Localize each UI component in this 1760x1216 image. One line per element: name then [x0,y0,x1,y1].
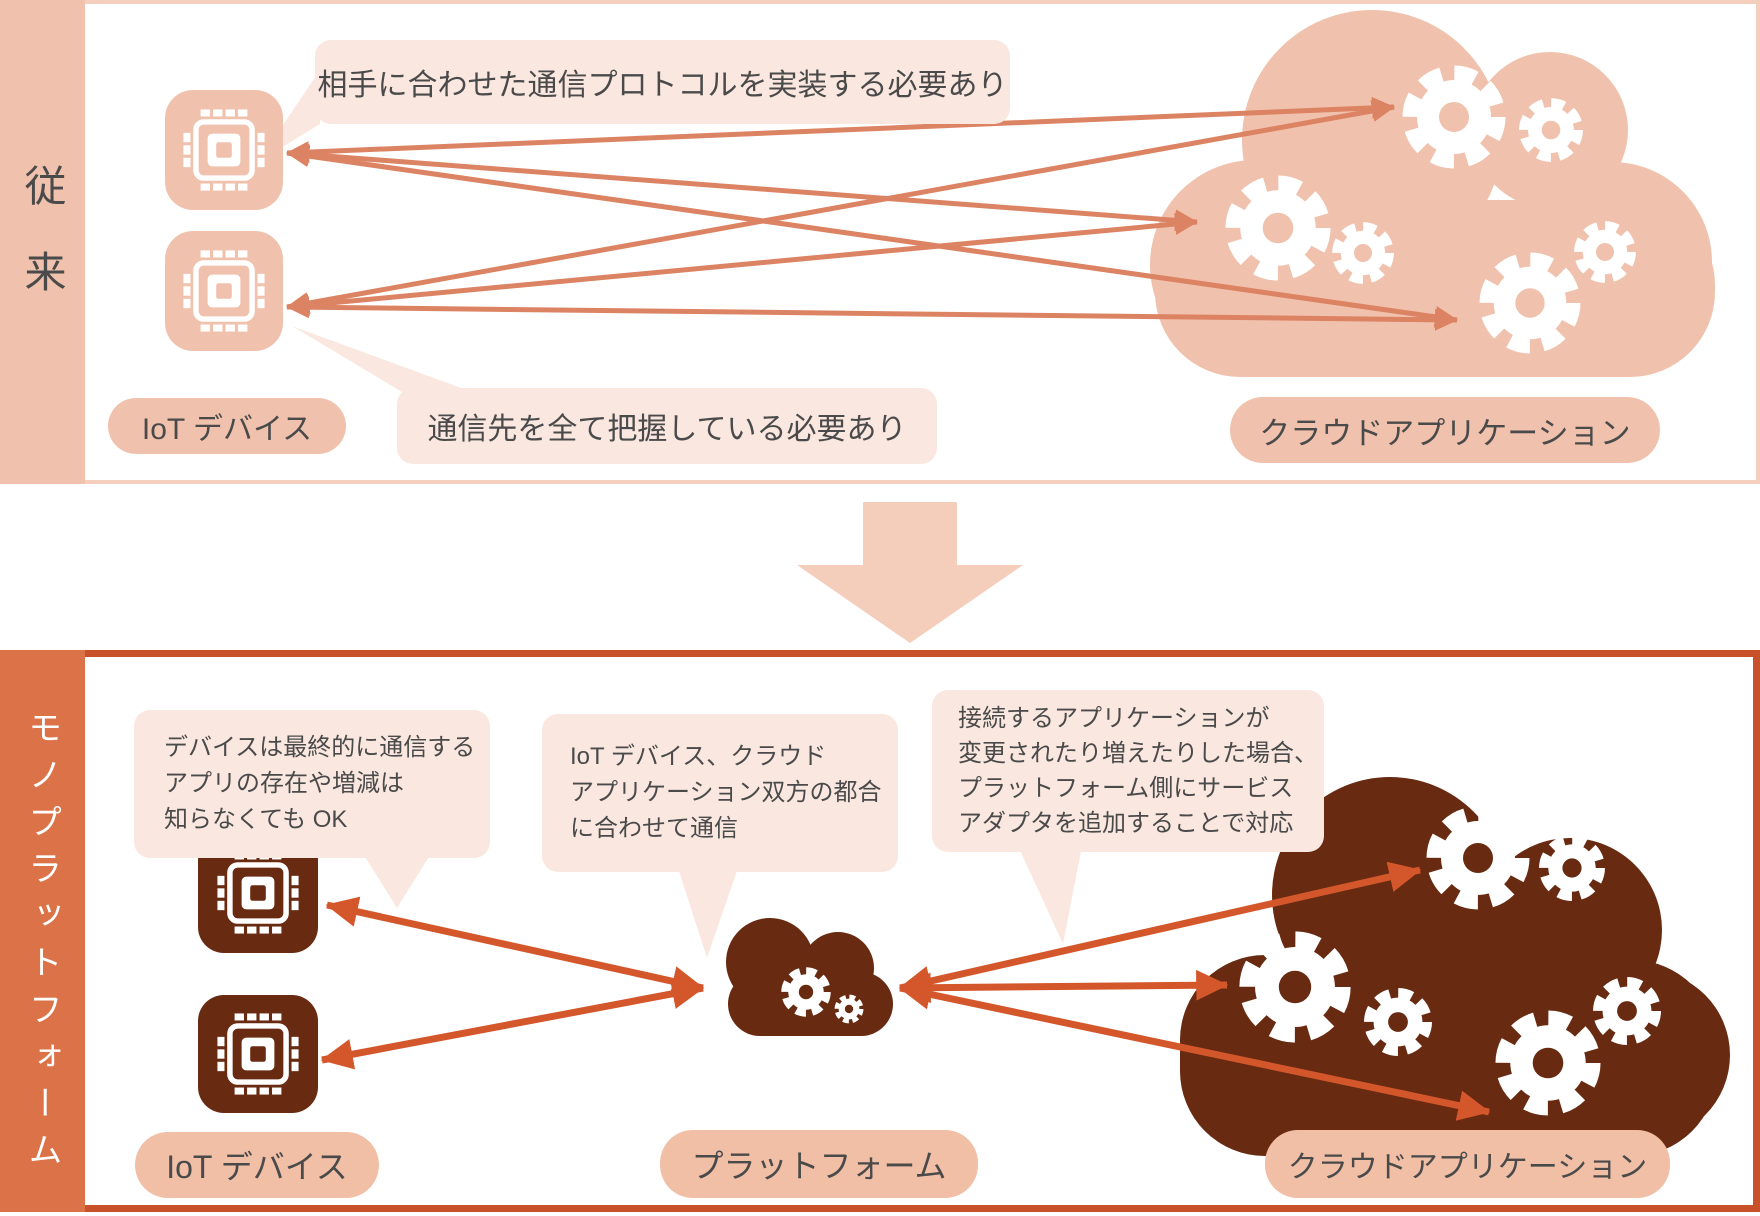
conventional-side-label: 従来 [19,163,66,337]
platform-side-label: モノプラットフォーム [23,710,61,1180]
callout-device-unaware: デバイスは最終的に通信する アプリの存在や増減は 知らなくても OK [134,710,490,858]
callout-device-line: 知らなくても OK [164,806,348,833]
label-platform: プラットフォーム [660,1130,978,1198]
callout-adapter-line: 変更されたり増えたりした場合、 [958,740,1318,767]
callout-platform-line: に合わせて通信 [570,815,738,842]
label-iot-devices-platform: IoT デバイス [135,1132,379,1198]
callout-platform-mediates: IoT デバイス、クラウド アプリケーション双方の都合 に合わせて通信 [542,714,898,872]
platform-side-strip [0,650,85,1212]
callout-adapter-line: 接続するアプリケーションが [958,705,1270,732]
conventional-side-strip [0,0,85,484]
chip-icon-platform-2 [198,995,318,1113]
callout-destinations-text: 通信先を全て把握している必要あり [427,413,907,446]
chip-icon-platform-1 [198,833,318,953]
callout-device-line: デバイスは最終的に通信する [164,734,476,761]
callout-platform-line: IoT デバイス、クラウド [570,743,827,770]
callout-adapter-line: プラットフォーム側にサービス [958,775,1294,802]
chip-icon-conventional-2 [165,231,283,351]
callout-device-line: アプリの存在や増減は [164,770,404,797]
platform-connection-arrows [320,861,1491,1121]
down-arrow-icon [797,502,1023,643]
callout-service-adapter: 接続するアプリケーションが 変更されたり増えたりした場合、 プラットフォーム側に… [932,690,1324,852]
conventional-connection-arrows [286,96,1458,331]
callout-adapter-line: アダプタを追加することで対応 [958,810,1294,837]
callout-platform-line: アプリケーション双方の都合 [570,779,882,806]
callout-destinations: 通信先を全て把握している必要あり [397,388,937,464]
label-cloud-applications-conventional: クラウドアプリケーション [1230,397,1660,463]
callout-protocol-text: 相手に合わせた通信プロトコルを実装する必要あり [317,69,1008,102]
label-iot-devices-conventional: IoT デバイス [108,398,346,454]
callout-protocol: 相手に合わせた通信プロトコルを実装する必要あり [315,40,1010,124]
chip-icon-conventional-1 [165,90,283,210]
label-cloud-applications-platform: クラウドアプリケーション [1265,1130,1670,1198]
